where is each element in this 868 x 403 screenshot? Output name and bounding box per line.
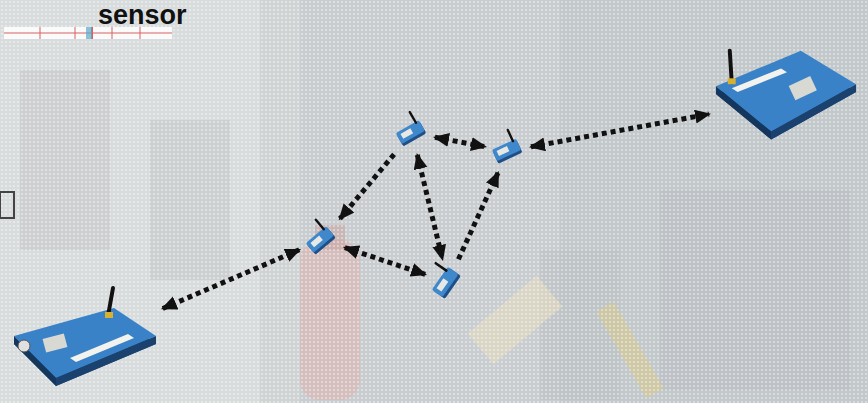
sensor-node xyxy=(488,132,528,170)
board-illustration xyxy=(712,44,860,156)
sensor-illustration xyxy=(488,132,528,170)
wireless-link xyxy=(345,248,425,275)
sensor-illustration xyxy=(392,114,432,152)
wireless-link xyxy=(458,173,498,260)
sensor-illustration xyxy=(428,262,468,302)
bracket-icon xyxy=(0,192,14,218)
title: sensor xyxy=(98,1,187,29)
sensor-node xyxy=(302,221,342,259)
wireless-link xyxy=(417,155,442,259)
wireless-link xyxy=(435,137,485,146)
sensor-node xyxy=(428,262,468,302)
wireless-link xyxy=(340,154,394,218)
sensor-node xyxy=(392,114,432,152)
sensor-illustration xyxy=(302,221,342,259)
board-illustration xyxy=(10,286,160,398)
wireless-link xyxy=(531,114,709,147)
wireless-link xyxy=(163,250,299,309)
gateway-board xyxy=(712,44,860,156)
gateway-board xyxy=(10,286,160,398)
